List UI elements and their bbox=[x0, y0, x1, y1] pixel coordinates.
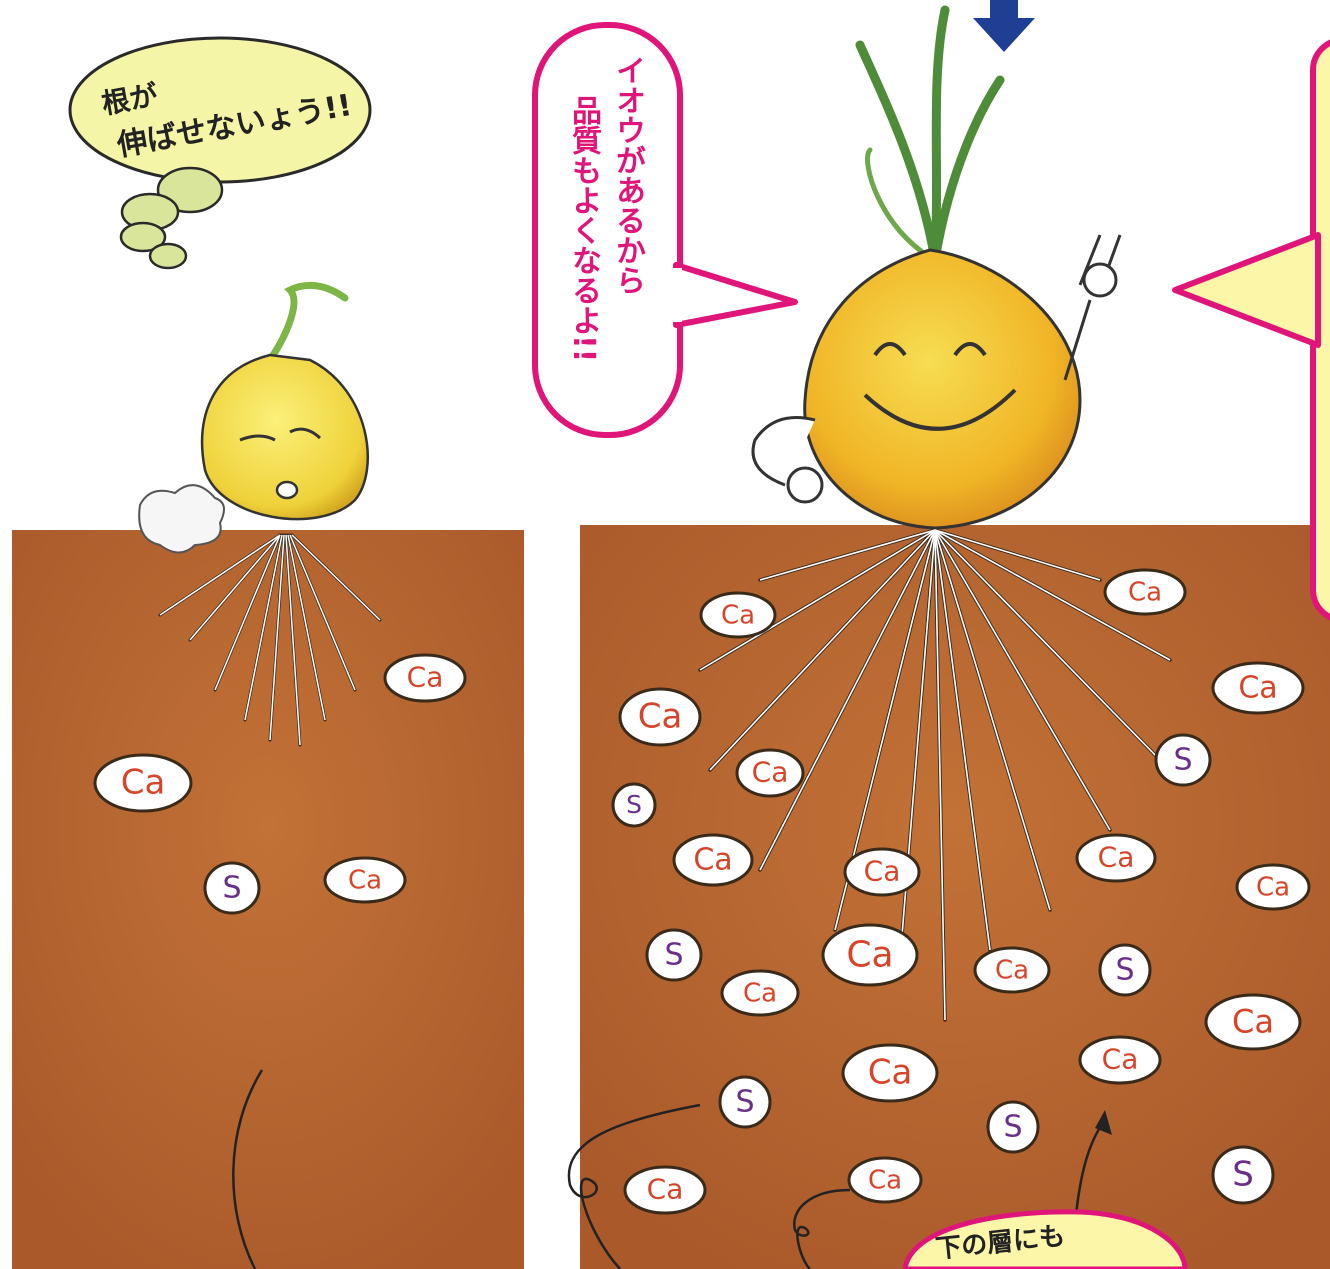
sulfur-label: S bbox=[735, 1085, 754, 1120]
calcium-label: Ca bbox=[1238, 671, 1277, 706]
calcium-oval: Ca bbox=[323, 856, 407, 904]
sulfur-oval: S bbox=[986, 1100, 1040, 1154]
calcium-oval: Ca bbox=[1211, 661, 1305, 715]
calcium-label: Ca bbox=[1098, 841, 1135, 874]
bottom-speech-bubble bbox=[902, 1209, 1188, 1269]
sulfur-oval: S bbox=[645, 928, 703, 982]
calcium-oval: Ca bbox=[1235, 863, 1311, 911]
calcium-oval: Ca bbox=[672, 833, 754, 887]
calcium-oval: Ca bbox=[720, 969, 800, 1017]
sulfur-oval: S bbox=[611, 782, 657, 828]
calcium-label: Ca bbox=[121, 763, 166, 803]
calcium-oval: Ca bbox=[821, 923, 919, 987]
small-sad-onion bbox=[138, 281, 369, 554]
calcium-oval: Ca bbox=[699, 591, 777, 639]
calcium-oval: Ca bbox=[383, 653, 467, 703]
left-soil-block bbox=[12, 530, 524, 1269]
sulfur-oval: S bbox=[1154, 733, 1212, 787]
calcium-oval: Ca bbox=[735, 748, 805, 798]
calcium-label: Ca bbox=[868, 1165, 902, 1195]
calcium-oval: Ca bbox=[1078, 1035, 1162, 1085]
calcium-oval: Ca bbox=[1204, 993, 1302, 1051]
calcium-label: Ca bbox=[752, 756, 789, 789]
middle-bubble-line1: イオウがあるから bbox=[610, 55, 645, 295]
middle-bubble-text: イオウがあるから 品質もよくなるよ!! bbox=[560, 55, 660, 425]
calcium-label: Ca bbox=[846, 934, 893, 975]
calcium-oval: Ca bbox=[973, 946, 1051, 994]
calcium-label: Ca bbox=[1256, 872, 1290, 902]
left-thought-bubble bbox=[68, 36, 372, 270]
calcium-label: Ca bbox=[348, 865, 382, 895]
sulfur-label: S bbox=[1115, 953, 1134, 988]
calcium-label: Ca bbox=[1102, 1043, 1139, 1076]
right-speech-bubble bbox=[1172, 39, 1330, 621]
middle-bubble-line2: 品質もよくなるよ!! bbox=[566, 95, 601, 363]
sulfur-label: S bbox=[1173, 743, 1192, 778]
calcium-label: Ca bbox=[638, 697, 683, 737]
calcium-label: Ca bbox=[1128, 577, 1162, 607]
annotation-arrowhead bbox=[1095, 1110, 1112, 1135]
sulfur-label: S bbox=[222, 871, 241, 906]
calcium-label: Ca bbox=[407, 661, 444, 694]
calcium-oval: Ca bbox=[1103, 568, 1187, 616]
calcium-oval: Ca bbox=[841, 1043, 939, 1103]
calcium-label: Ca bbox=[743, 978, 777, 1008]
calcium-label: Ca bbox=[995, 955, 1029, 985]
sulfur-oval: S bbox=[1211, 1145, 1275, 1205]
calcium-label: Ca bbox=[693, 843, 732, 878]
sulfur-label: S bbox=[664, 938, 683, 973]
calcium-oval: Ca bbox=[623, 1165, 707, 1215]
calcium-oval: Ca bbox=[618, 687, 702, 747]
middle-speech-bubble bbox=[532, 22, 798, 438]
calcium-label: Ca bbox=[1232, 1002, 1274, 1040]
calcium-oval: Ca bbox=[847, 1156, 923, 1204]
calcium-oval: Ca bbox=[1075, 833, 1157, 883]
right-soil-block bbox=[580, 525, 1330, 1269]
calcium-label: Ca bbox=[721, 600, 755, 630]
calcium-label: Ca bbox=[868, 1053, 913, 1093]
calcium-oval: Ca bbox=[843, 847, 921, 897]
sulfur-oval: S bbox=[203, 861, 261, 915]
sulfur-label: S bbox=[626, 790, 642, 819]
big-happy-onion bbox=[751, 5, 1122, 530]
down-arrow-icon bbox=[973, 0, 1035, 52]
sulfur-label: S bbox=[1003, 1110, 1022, 1145]
calcium-oval: Ca bbox=[93, 753, 193, 813]
sulfur-label: S bbox=[1232, 1155, 1254, 1195]
sulfur-oval: S bbox=[718, 1075, 772, 1129]
calcium-label: Ca bbox=[864, 855, 901, 888]
calcium-label: Ca bbox=[647, 1173, 684, 1206]
sulfur-oval: S bbox=[1098, 943, 1152, 997]
